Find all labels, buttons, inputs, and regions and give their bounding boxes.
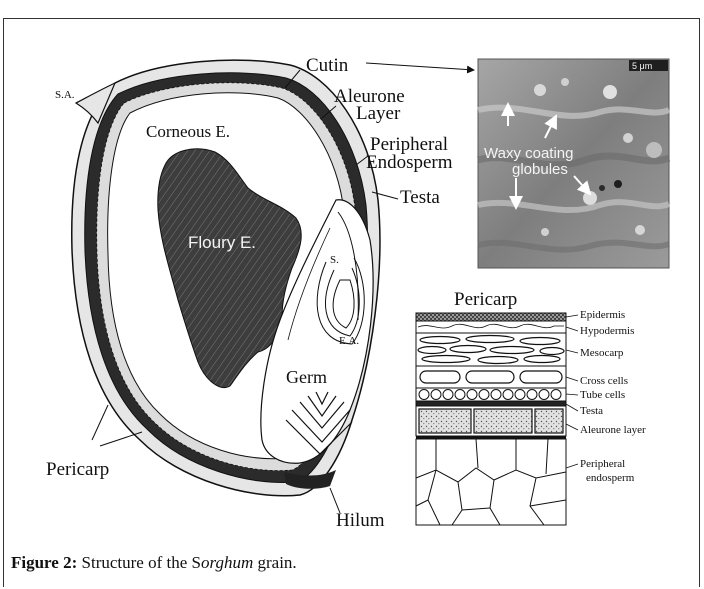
micrograph-label-1: Waxy coating — [484, 145, 573, 162]
scale-bar-label: 5 μm — [632, 61, 652, 71]
caption-species-prefix: S — [192, 553, 201, 572]
pericarp-section: Pericarp — [416, 289, 646, 525]
caption-text-after: grain. — [253, 553, 296, 572]
sorghum-diagram: S.A. Cutin Aleurone Layer Corneous E. Pe… — [0, 0, 704, 545]
layer-label-tube-cells: Tube cells — [580, 389, 625, 401]
label-corneous: Corneous E. — [146, 122, 230, 141]
label-pericarp: Pericarp — [46, 459, 109, 480]
layer-label-aleurone: Aleurone layer — [580, 424, 646, 436]
label-floury: Floury E. — [188, 233, 256, 252]
layer-label-endosperm: endosperm — [586, 472, 635, 484]
caption-text-before: Structure of the — [77, 553, 191, 572]
cutin-arrow — [366, 63, 474, 70]
figure-caption: Figure 2: Structure of the Sorghum grain… — [11, 553, 297, 573]
pericarp-section-title: Pericarp — [454, 289, 517, 310]
layer-label-mesocarp: Mesocarp — [580, 347, 624, 359]
label-sa: S.A. — [55, 89, 75, 101]
layer-label-hypodermis: Hypodermis — [580, 325, 634, 337]
layer-label-epidermis: Epidermis — [580, 309, 625, 321]
label-testa: Testa — [400, 187, 440, 208]
sem-micrograph: 5 μm Waxy coating globules — [478, 59, 669, 268]
label-peripheral-2: Endosperm — [366, 152, 453, 173]
layer-label-testa: Testa — [580, 405, 603, 417]
label-cutin: Cutin — [306, 55, 349, 76]
label-hilum: Hilum — [336, 510, 385, 531]
layer-label-cross-cells: Cross cells — [580, 375, 628, 387]
label-germ: Germ — [286, 367, 327, 387]
caption-species-rest: orghum — [201, 553, 253, 572]
micrograph-label-2: globules — [512, 161, 568, 178]
label-s: S. — [330, 254, 339, 266]
label-ea: E.A. — [339, 335, 359, 347]
layer-label-peripheral: Peripheral — [580, 458, 625, 470]
caption-label: Figure 2: — [11, 553, 77, 572]
label-aleurone-2: Layer — [356, 103, 401, 124]
